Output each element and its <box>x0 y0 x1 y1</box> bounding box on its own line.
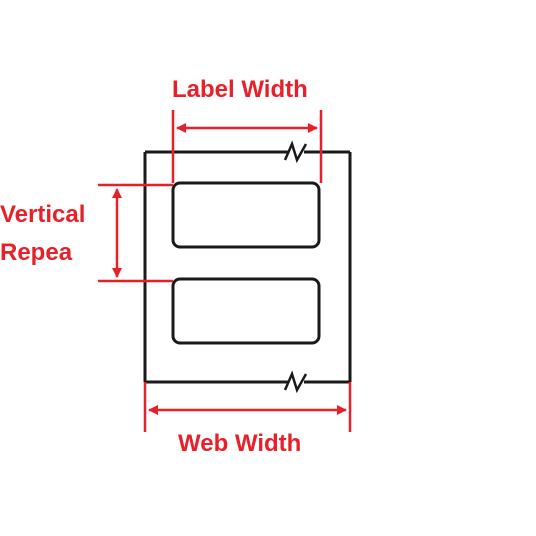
label-width-dimension <box>171 110 323 183</box>
web-top-break-mark <box>283 140 308 164</box>
web-width-dimension <box>143 382 352 432</box>
vertical-repeat-text-line2: Repea <box>0 239 73 266</box>
web-bottom-break-mark <box>283 370 308 394</box>
web-outline <box>143 140 352 394</box>
label-width-text: Label Width <box>172 76 308 103</box>
vertical-repeat-dimension <box>98 183 173 283</box>
label-top <box>171 181 321 249</box>
label-bottom <box>171 277 321 345</box>
vertical-repeat-text-line1: Vertical <box>0 201 86 228</box>
web-width-text: Web Width <box>178 430 302 457</box>
